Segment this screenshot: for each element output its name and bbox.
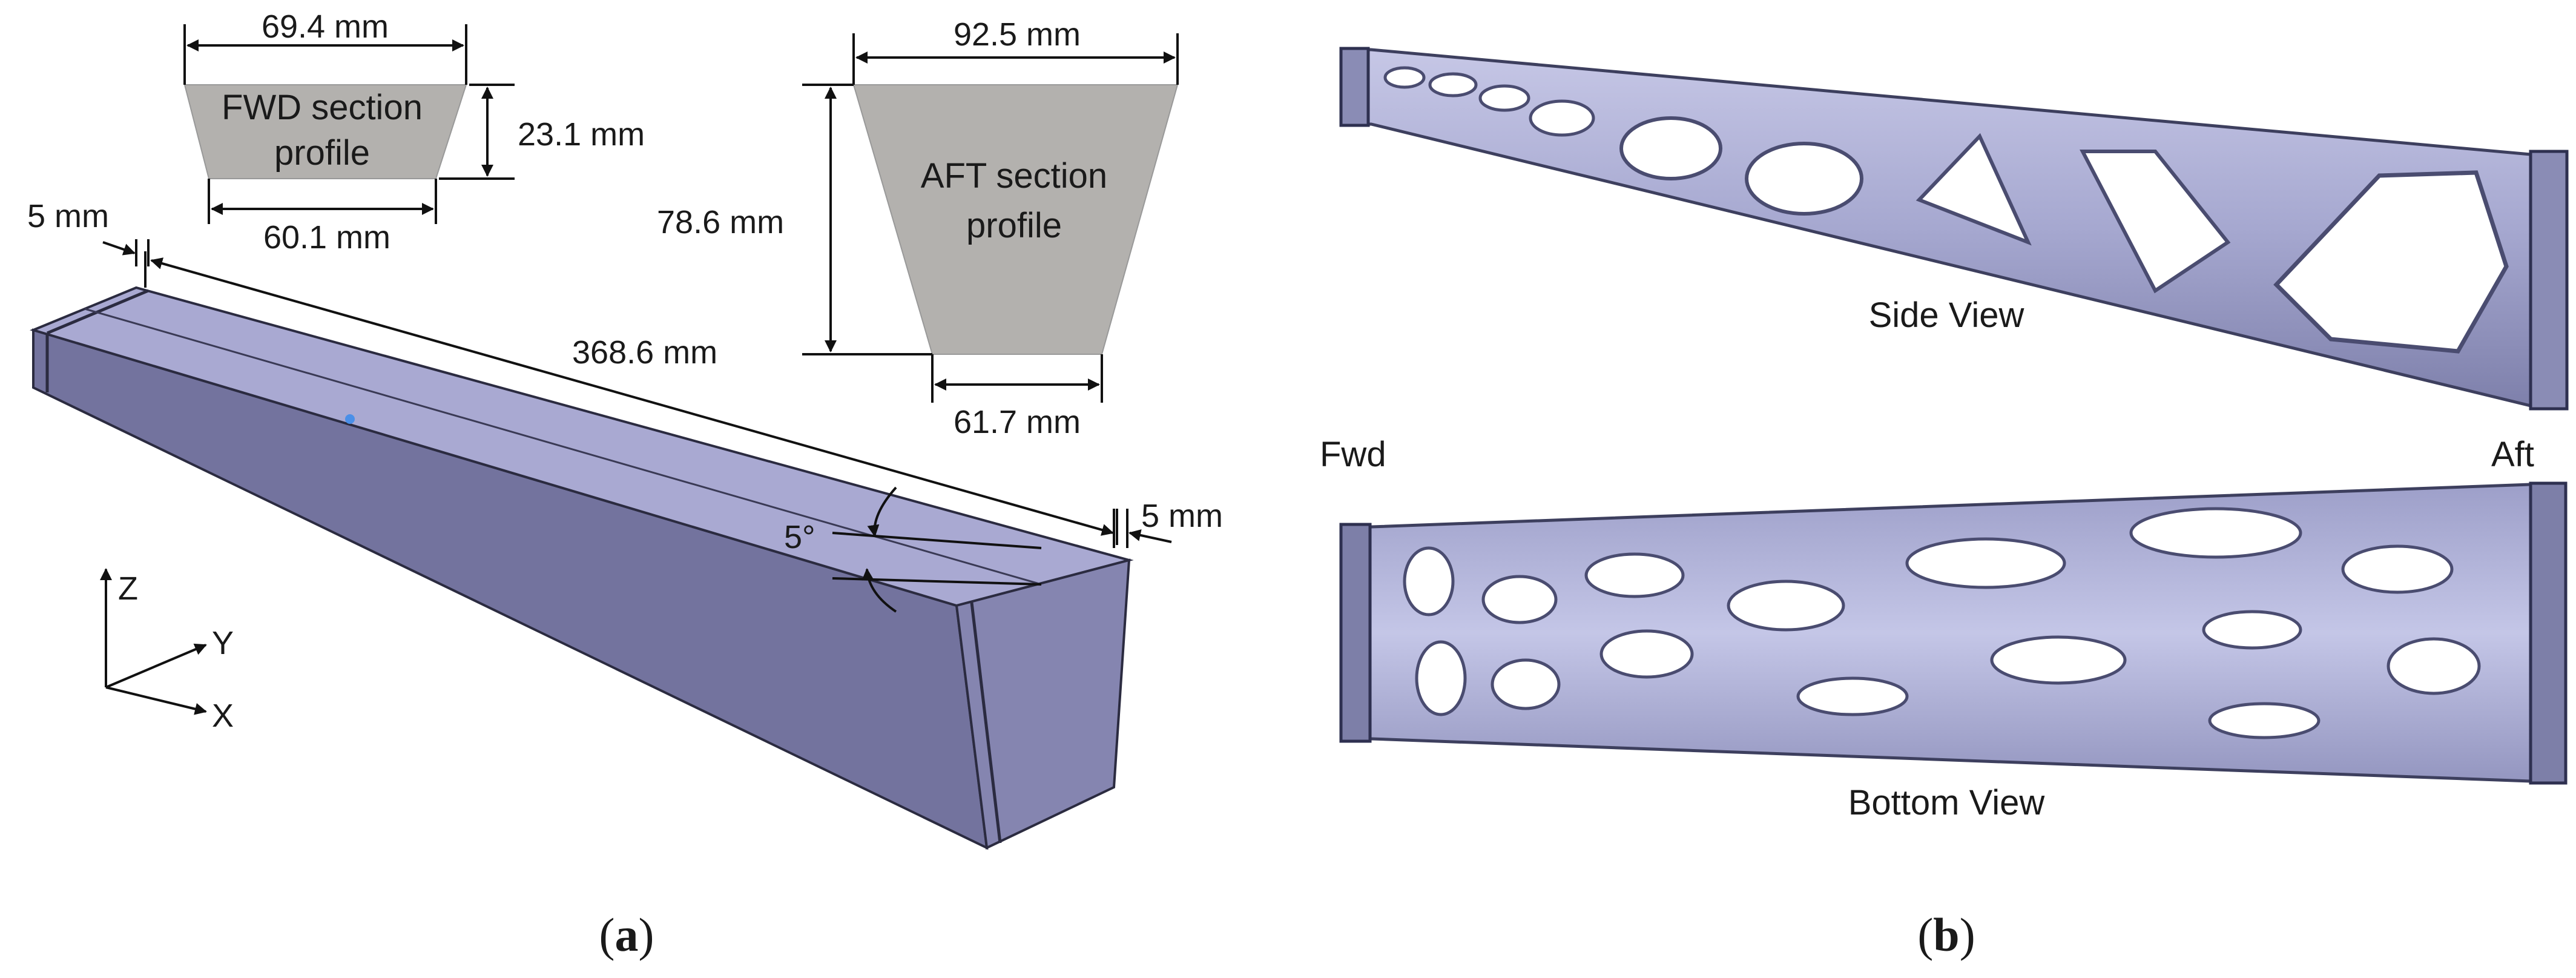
bottom-hole <box>1990 635 2127 685</box>
beam-3d-model <box>30 286 1134 850</box>
bottom-hole <box>1599 629 1694 679</box>
side-hole <box>1383 66 1426 89</box>
z-axis-label: Z <box>118 570 138 607</box>
aft-section-profile: AFT section profile 92.5 mm 78.6 mm 61.7… <box>657 16 1179 440</box>
beam-marker-dot <box>345 414 355 424</box>
bottom-hole <box>1403 546 1455 616</box>
x-axis-label: X <box>212 698 234 734</box>
beam-aft-cap-edge <box>970 602 1002 844</box>
panel-b: Side View Bottom View Fwd Aft <box>1320 47 2569 961</box>
side-hole <box>1745 142 1863 216</box>
angle-arc-top <box>867 486 897 537</box>
bottom-hole <box>2208 702 2321 739</box>
bottom-hole <box>2129 507 2302 559</box>
fwd-cap-label: 5 mm <box>27 198 109 234</box>
side-view-label: Side View <box>1869 296 2025 335</box>
fwd-section-profile: FWD section profile 69.4 mm 60.1 mm 23.1… <box>183 8 645 256</box>
side-view-aft-plate <box>2529 150 2569 411</box>
panel-a-caption: (a) <box>599 908 654 961</box>
side-view-fwd-plate <box>1339 47 1370 127</box>
fwd-cap-arrow <box>102 241 136 256</box>
aft-bottom-width-label: 61.7 mm <box>954 404 1081 440</box>
aft-cap-label: 5 mm <box>1141 498 1223 534</box>
bottom-view-label: Bottom View <box>1848 783 2046 822</box>
fwd-height-label: 23.1 mm <box>518 116 645 153</box>
bottom-hole <box>1905 537 2066 589</box>
side-view-model: Side View <box>1339 47 2569 411</box>
angle-ref-line-1 <box>832 532 1042 549</box>
fwd-section-title-line2: profile <box>274 133 370 173</box>
beam-dimensions: 368.6 mm 5 mm 5 mm 5° <box>27 198 1223 613</box>
bottom-view-model: Bottom View <box>1339 481 2568 822</box>
aft-section-title-line2: profile <box>966 206 1062 245</box>
side-hole <box>1916 133 2032 246</box>
x-axis <box>105 686 207 715</box>
aft-cap-arrow <box>1128 529 1172 543</box>
fwd-bottom-width-label: 60.1 mm <box>263 219 390 256</box>
bottom-hole <box>1491 658 1561 710</box>
angle-arc-bottom <box>861 568 897 613</box>
side-hole <box>2080 150 2231 294</box>
aft-label: Aft <box>2491 435 2534 474</box>
angle-label: 5° <box>784 519 815 555</box>
y-axis <box>105 643 207 689</box>
aft-top-width-label: 92.5 mm <box>954 16 1081 53</box>
bottom-hole <box>2202 610 2302 650</box>
side-hole <box>1478 84 1530 112</box>
beam-aft-end-face <box>955 558 1131 850</box>
bottom-hole <box>2387 637 2481 695</box>
side-hole <box>1428 72 1478 97</box>
side-hole <box>2273 170 2509 354</box>
bottom-hole <box>1415 640 1467 716</box>
panel-b-caption: (b) <box>1917 908 1975 961</box>
side-hole <box>1619 116 1722 180</box>
length-dim-line <box>150 257 1114 536</box>
fwd-label: Fwd <box>1320 435 1386 474</box>
y-axis-label: Y <box>212 625 234 661</box>
aft-section-title-line1: AFT section <box>921 156 1107 196</box>
fwd-top-width-label: 69.4 mm <box>262 8 389 45</box>
length-label: 368.6 mm <box>572 334 717 371</box>
axis-triad: Z Y X <box>100 568 234 734</box>
bottom-hole <box>1727 580 1845 632</box>
bottom-hole <box>1584 552 1685 598</box>
aft-height-label: 78.6 mm <box>657 204 784 240</box>
bottom-view-body <box>1342 483 2566 783</box>
bottom-view-fwd-plate <box>1339 523 1372 743</box>
side-hole <box>1529 99 1595 137</box>
bottom-hole <box>1796 676 1909 716</box>
bottom-hole <box>1481 575 1558 624</box>
bottom-view-aft-plate <box>2529 481 2568 785</box>
fwd-section-title-line1: FWD section <box>222 88 423 127</box>
panel-a: FWD section profile 69.4 mm 60.1 mm 23.1… <box>27 8 1223 961</box>
bottom-hole <box>2341 544 2454 594</box>
